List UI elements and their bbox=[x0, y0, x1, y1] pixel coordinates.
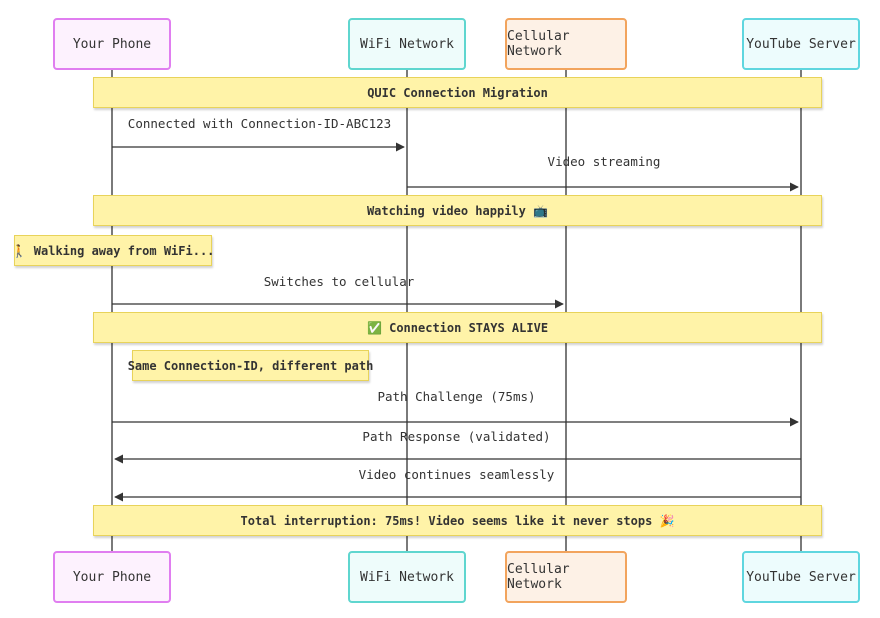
participant-cell-bottom: Cellular Network bbox=[505, 551, 627, 603]
participant-yt-top: YouTube Server bbox=[742, 18, 860, 70]
note-6: ✅ Connection STAYS ALIVE bbox=[93, 312, 822, 343]
participant-wifi-bottom: WiFi Network bbox=[348, 551, 466, 603]
note-11: Total interruption: 75ms! Video seems li… bbox=[93, 505, 822, 536]
participant-wifi-top: WiFi Network bbox=[348, 18, 466, 70]
note-7: Same Connection-ID, different path bbox=[128, 350, 373, 381]
message-label-1: Connected with Connection-ID-ABC123 bbox=[127, 116, 392, 131]
note-3: Watching video happily 📺 bbox=[93, 195, 822, 226]
note-4: 🚶 Walking away from WiFi... bbox=[12, 235, 214, 266]
participant-cell-top: Cellular Network bbox=[505, 18, 627, 70]
message-label-10: Video continues seamlessly bbox=[358, 467, 555, 482]
message-label-2: Video streaming bbox=[547, 154, 661, 169]
participant-phone-bottom: Your Phone bbox=[53, 551, 171, 603]
message-label-5: Switches to cellular bbox=[263, 274, 415, 289]
message-label-9: Path Response (validated) bbox=[362, 429, 551, 444]
participant-yt-bottom: YouTube Server bbox=[742, 551, 860, 603]
participant-phone-top: Your Phone bbox=[53, 18, 171, 70]
message-label-8: Path Challenge (75ms) bbox=[377, 389, 536, 404]
note-0: QUIC Connection Migration bbox=[93, 77, 822, 108]
